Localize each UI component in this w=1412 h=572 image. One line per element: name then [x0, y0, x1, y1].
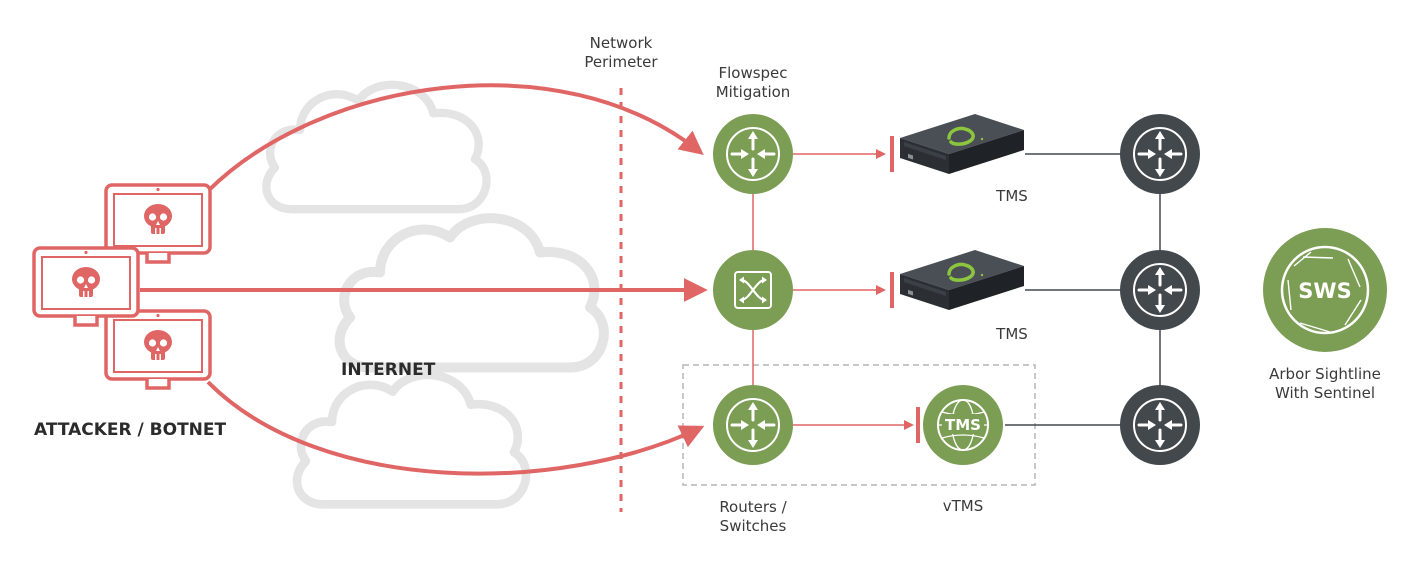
flowspec-label-line1: Flowspec: [718, 64, 788, 82]
vtms-label: vTMS: [942, 497, 984, 515]
tms-label-middle: TMS: [996, 325, 1028, 343]
cloud-icon: [266, 85, 486, 209]
attacker-botnet-label: ATTACKER / BOTNET: [34, 420, 227, 440]
flowspec-label: Flowspec Mitigation: [700, 64, 806, 102]
tms-appliance-icon[interactable]: [898, 248, 1026, 312]
routers-label-line2: Switches: [719, 517, 787, 535]
skull-computer-icon: [32, 246, 140, 327]
vtms-badge-text: TMS: [945, 416, 981, 434]
switch-icon: [734, 271, 772, 309]
attack-arrow-bottom: [206, 380, 705, 476]
sws-badge-text: SWS: [1298, 279, 1351, 303]
attack-arrow-top: [206, 83, 704, 193]
routers-label-line1: Routers /: [719, 498, 787, 516]
sws-shutter-icon: [1280, 245, 1370, 335]
vtms-node[interactable]: TMS: [923, 385, 1003, 465]
mitigation-arrowheads: [876, 149, 914, 430]
skull-computer-icon: [104, 309, 212, 390]
tms-label-top: TMS: [996, 187, 1028, 205]
internet-clouds: [266, 85, 604, 505]
network-perimeter-label-line1: Network: [589, 34, 653, 52]
sws-label: Arbor Sightline With Sentinel: [1262, 365, 1388, 403]
core-links: [1005, 153, 1161, 426]
sws-label-line1: Arbor Sightline: [1269, 365, 1381, 383]
routers-switches-label: Routers / Switches: [703, 498, 803, 536]
mitigation-links: [793, 153, 908, 426]
flowspec-label-line2: Mitigation: [715, 83, 791, 101]
core-router-bottom[interactable]: [1120, 385, 1200, 465]
sws-label-line2: With Sentinel: [1274, 384, 1376, 402]
core-switch[interactable]: [713, 250, 793, 330]
network-perimeter-label-line2: Perimeter: [584, 53, 658, 71]
cloud-icon: [297, 375, 526, 504]
tms-appliance-icon[interactable]: [898, 112, 1026, 176]
core-router-top[interactable]: [1120, 114, 1200, 194]
mitigation-bars: [890, 136, 920, 443]
attacker-botnet: [32, 183, 212, 390]
cloud-icon: [340, 218, 604, 367]
attack-flows: [140, 83, 708, 476]
network-perimeter-label: Network Perimeter: [571, 34, 671, 72]
internet-label: INTERNET: [341, 360, 436, 380]
edge-router[interactable]: [713, 385, 793, 465]
core-router-middle[interactable]: [1120, 250, 1200, 330]
flowspec-router[interactable]: [713, 114, 793, 194]
sws-node[interactable]: SWS: [1263, 228, 1387, 352]
